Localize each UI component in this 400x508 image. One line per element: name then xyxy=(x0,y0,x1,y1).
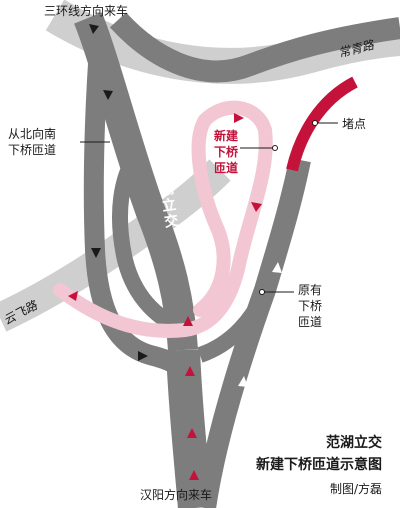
blocked-segment xyxy=(286,76,358,172)
interchange-name-char: 交 xyxy=(163,212,180,231)
white-arrows xyxy=(238,262,282,387)
label-new-ramp-line3: 匝道 xyxy=(214,161,239,175)
label-old-ramp-line1: 原有 xyxy=(298,283,323,297)
label-north-ramp-line2: 下桥匝道 xyxy=(8,143,57,157)
label-old-ramp: 原有 下桥 匝道 xyxy=(298,282,322,330)
label-blocked: 堵点 xyxy=(342,117,367,131)
new-ramp xyxy=(53,100,273,338)
label-new-ramp: 新建 下桥 匝道 xyxy=(214,128,238,176)
black-arrows xyxy=(89,24,148,361)
label-north-ramp-line1: 从北向南 xyxy=(8,127,57,141)
title-line2: 新建下桥匝道示意图 xyxy=(256,457,382,473)
label-new-ramp-line2: 下桥 xyxy=(214,145,239,159)
label-old-ramp-line3: 匝道 xyxy=(298,315,323,329)
label-old-ramp-line2: 下桥 xyxy=(298,299,323,313)
yunfei-road xyxy=(0,159,231,332)
credit: 制图/方磊 xyxy=(330,482,383,496)
title-line1: 范湖立交 xyxy=(326,435,382,451)
leader-lines xyxy=(80,120,338,295)
label-south-bottom: 汉阳方向来车 xyxy=(140,488,213,502)
label-north-top: 三环线方向来车 xyxy=(44,4,129,18)
label-north-ramp: 从北向南 下桥匝道 xyxy=(8,126,56,158)
main-highway xyxy=(74,12,400,508)
red-arrows xyxy=(68,113,262,480)
label-new-ramp-line1: 新建 xyxy=(214,129,239,143)
